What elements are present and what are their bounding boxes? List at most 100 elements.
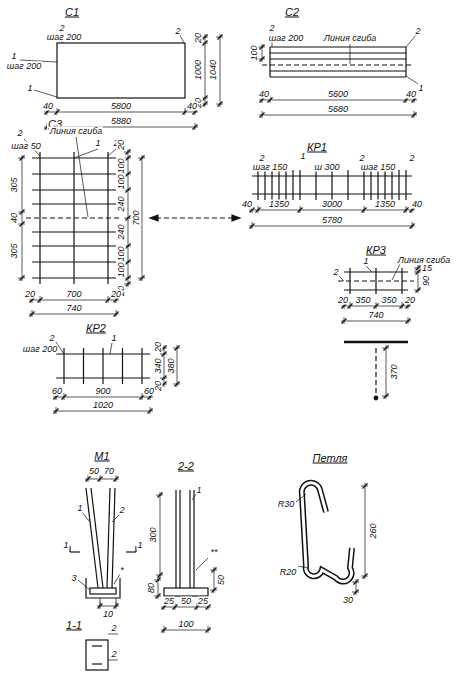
- drawing-stroke: [55, 110, 60, 115]
- drawing-stroke: [315, 170, 316, 200]
- dimension-label: 20: [337, 296, 349, 305]
- drawing-stroke: [70, 551, 80, 552]
- dimension-label: 25: [163, 597, 175, 606]
- dimension-label: 20: [154, 341, 163, 353]
- drawing-stroke: [92, 645, 102, 646]
- drawing-stroke: [160, 492, 161, 578]
- drawing-stroke: [203, 35, 208, 40]
- drawing-stroke: [270, 58, 406, 59]
- dimension-label: 350: [380, 296, 397, 305]
- dimension-label: 5880: [110, 117, 132, 126]
- part-title: КР2: [85, 323, 107, 334]
- dimension-label: 2: [110, 650, 117, 659]
- drawing-stroke: [203, 41, 208, 46]
- drawing-stroke: [162, 628, 167, 633]
- drawing-stroke: [126, 172, 131, 177]
- drawing-stroke: [53, 397, 153, 398]
- drawing-stroke: [114, 312, 119, 317]
- dimension-label: шаг 150: [360, 163, 396, 172]
- drawing-stroke: [256, 208, 261, 213]
- drawing-stroke: [299, 170, 300, 200]
- drawing-stroke: [30, 312, 35, 317]
- dimension-label: 25: [197, 597, 209, 606]
- dimension-label: 305: [10, 176, 19, 193]
- drawing-stroke: [102, 348, 103, 384]
- drawing-stroke: [148, 409, 153, 414]
- dimension-label: 100: [117, 157, 126, 174]
- dimension-label: 100: [117, 173, 126, 190]
- dimension-label: 20: [194, 32, 203, 44]
- dimension-label: 2: [258, 154, 265, 163]
- drawing-stroke: [410, 224, 415, 229]
- dimension-label: 1350: [374, 200, 396, 209]
- dimension-label: 40: [42, 102, 54, 111]
- dimension-label: шаг 200: [22, 345, 58, 354]
- drawing-stroke: [250, 224, 255, 229]
- drawing-stroke: [97, 602, 119, 609]
- dimension-label: 1020: [92, 401, 114, 410]
- drawing-stroke: [156, 578, 161, 583]
- dimension-label: 240: [117, 223, 126, 240]
- drawing-stroke: [270, 76, 406, 77]
- dimension-label: 100: [117, 261, 126, 278]
- dimension-label: ш 300: [314, 163, 341, 172]
- drawing-stroke: [158, 493, 163, 498]
- drawing-stroke: [414, 265, 421, 293]
- dimension-label: 40: [186, 102, 198, 111]
- drawing-stroke: [418, 265, 419, 293]
- drawing-stroke: [112, 488, 115, 588]
- drawing-stroke: [377, 170, 378, 200]
- drawing-stroke: [406, 35, 416, 47]
- drawing-stroke: [82, 512, 90, 522]
- drawing-stroke: [270, 46, 406, 47]
- drawing-stroke: [108, 149, 116, 156]
- drawing-stroke: [91, 488, 103, 588]
- drawing-stroke: [164, 345, 165, 387]
- drawing-stroke: [20, 276, 25, 281]
- drawing-stroke: [98, 604, 103, 609]
- drawing-stroke: [161, 607, 211, 608]
- dimension-label: 40: [411, 200, 423, 209]
- drawing-stroke: [107, 488, 110, 588]
- dimension-label: шаг 200: [6, 62, 42, 71]
- dimension-label: 1: [136, 541, 143, 550]
- dimension-label: R30: [277, 500, 296, 509]
- dimension-label: 40: [258, 90, 270, 99]
- drawing-stroke: [76, 137, 88, 217]
- dimension-label: 3: [70, 574, 77, 583]
- drawing-stroke: [22, 155, 23, 281]
- dimension-label: 2: [174, 27, 181, 36]
- dimension-label: 350: [354, 296, 371, 305]
- drawing-stroke: [85, 479, 119, 480]
- drawing-stroke: [206, 628, 211, 633]
- drawing-stroke: [384, 346, 389, 351]
- dimension-label: 40: [10, 212, 19, 224]
- drawing-stroke: [232, 215, 240, 221]
- drawing-stroke: [391, 170, 392, 200]
- drawing-stroke: [108, 634, 118, 635]
- part-title: М1: [93, 451, 110, 462]
- dimension-label: 3000: [321, 200, 343, 209]
- drawing-stroke: [156, 217, 234, 218]
- drawing-stroke: [285, 170, 286, 200]
- drawing-stroke: [212, 568, 217, 573]
- dimension-label: шаг 200: [268, 34, 304, 43]
- drawing-stroke: [180, 35, 184, 43]
- drawing-stroke: [278, 170, 279, 200]
- drawing-stroke: [78, 580, 90, 590]
- drawing-stroke: [270, 52, 406, 53]
- dimension-label: 1: [195, 486, 202, 495]
- drawing-stroke: [126, 551, 136, 552]
- dimension-label: 40: [405, 90, 417, 99]
- dimension-label: 40: [241, 200, 253, 209]
- drawing-stroke: [392, 264, 400, 280]
- dimension-label: 100: [250, 44, 259, 61]
- drawing-stroke: [69, 546, 70, 552]
- dimension-label: 2: [16, 129, 23, 138]
- drawing-stroke: [218, 35, 223, 40]
- drawing-stroke: [114, 574, 120, 584]
- dimension-label: 1350: [268, 200, 290, 209]
- drawing-stroke: [140, 156, 145, 161]
- drawing-stroke: [112, 514, 120, 522]
